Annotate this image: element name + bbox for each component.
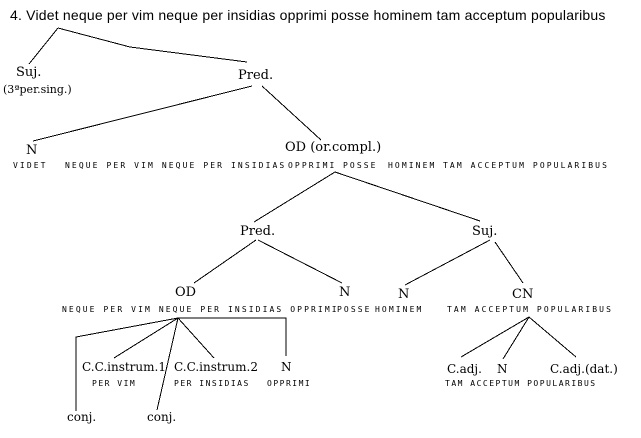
edge-sujsub-cn — [494, 241, 524, 284]
edge-predsub-odsub — [193, 239, 257, 284]
node-cc-instrum-2: C.C.instrum.2 — [174, 360, 258, 374]
node-suj-main-note: (3ªper.sing.) — [3, 83, 72, 96]
node-suj-main: Suj. — [16, 65, 42, 80]
node-n-opprimi: N — [281, 360, 292, 374]
node-n-videt: N — [26, 143, 38, 158]
word-neque-phrase-row1: NEQUE PER VIM NEQUE PER INSIDIAS — [65, 161, 287, 170]
node-pred-main: Pred. — [238, 68, 274, 83]
edge-sujsub-n-hominem — [404, 239, 491, 286]
edge-odsub-conj1 — [75, 317, 179, 411]
word-opprimi-row3: OPPRIMI — [267, 379, 312, 388]
node-n-hominem: N — [398, 287, 410, 302]
edge-odsub-ccinstrum2 — [177, 317, 215, 359]
word-opprimi-row1: OPPRIMI — [288, 161, 337, 170]
word-tam-phrase-row2: TAM ACCEPTUM POPULARIBUS — [447, 305, 613, 314]
node-n-posse: N — [339, 285, 351, 300]
node-pred-sub: Pred. — [240, 224, 276, 239]
edge-root-suj — [28, 27, 59, 65]
word-posse-row2: POSSE — [337, 305, 372, 314]
edge-od-pred-sub — [253, 171, 336, 223]
sentence-title: 4. Videt neque per vim neque per insidia… — [10, 7, 606, 23]
word-hominem-row2: HOMINEM — [375, 305, 424, 314]
node-conj-2: conj. — [147, 410, 177, 424]
edge-odsub-ccinstrum1 — [113, 317, 179, 359]
edge-root-pred — [57, 27, 248, 63]
edge-odsub-conj2 — [156, 317, 179, 411]
node-n-acceptum: N — [497, 362, 508, 376]
node-c-adj: C.adj. — [447, 362, 482, 376]
edge-odsub-n-opprimi — [178, 317, 287, 356]
edge-cn-n — [502, 316, 530, 360]
edge-predsub-n-posse — [257, 239, 343, 284]
node-cc-instrum-1: C.C.instrum.1 — [82, 360, 166, 374]
node-c-adj-dat: C.adj.(dat.) — [550, 362, 618, 376]
word-posse-row1: POSSE — [343, 161, 378, 170]
word-hominem-row1: HOMINEM — [388, 161, 437, 170]
edge-pred-od — [261, 85, 322, 141]
word-tam-phrase-row1: TAM ACCEPTUM POPULARIBUS — [443, 161, 609, 170]
edge-od-suj-sub — [334, 171, 481, 222]
word-neque-opprimi-row2: NEQUE PER VIM NEQUE PER INSIDIAS OPPRIMI — [62, 305, 339, 314]
node-od-sub: OD — [175, 285, 197, 300]
word-tam-phrase-row3: TAM ACCEPTUM POPULARIBUS — [445, 379, 597, 388]
edge-cn-cadj — [460, 316, 530, 358]
edge-cn-cadjdat — [528, 316, 577, 358]
word-videt-row1: VIDET — [13, 161, 48, 170]
node-suj-sub: Suj. — [472, 224, 498, 239]
node-cn: CN — [512, 287, 534, 302]
word-per-insidias-row3: PER INSIDIAS — [174, 379, 250, 388]
edge-pred-n-videt — [32, 85, 253, 142]
node-conj-1: conj. — [67, 410, 97, 424]
node-od-main: OD (or.compl.) — [285, 140, 382, 155]
word-per-vim-row3: PER VIM — [92, 379, 137, 388]
